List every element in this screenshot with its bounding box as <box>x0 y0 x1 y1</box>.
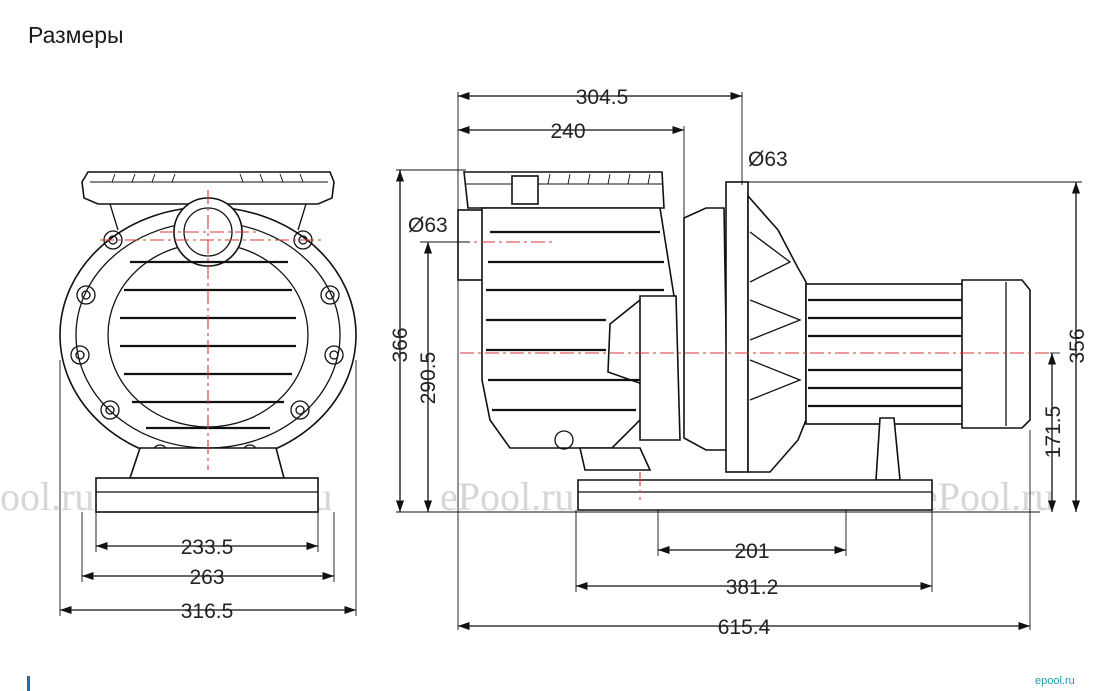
dimension-label: 201 <box>734 540 769 563</box>
side-view-drawing <box>396 92 1082 630</box>
dimension-356: 356 <box>1066 182 1089 512</box>
dimension-label: 290.5 <box>417 352 440 405</box>
dimension-316: 316.5 <box>60 600 356 623</box>
accent-bar <box>27 676 30 691</box>
dimension-diam-outlet: Ø63 <box>748 148 788 171</box>
dimension-263: 263 <box>82 566 334 589</box>
dimension-label: Ø63 <box>408 214 448 237</box>
dimension-label: 263 <box>189 566 224 589</box>
dimension-label: 304.5 <box>576 86 629 109</box>
dimension-290: 290.5 <box>417 242 440 512</box>
site-logo: epool.ru <box>1035 675 1075 687</box>
dimension-240: 240 <box>458 120 684 143</box>
dimension-304: 304.5 <box>458 86 742 109</box>
front-view-drawing <box>59 171 357 616</box>
dimension-171: 171.5 <box>1042 353 1065 512</box>
dimension-label: 240 <box>550 120 585 143</box>
dimension-label: 316.5 <box>181 600 234 623</box>
dimension-201: 201 <box>658 540 846 563</box>
dimension-diam-inlet: Ø63 <box>408 214 448 237</box>
dimension-label: 366 <box>389 327 412 362</box>
dimension-label: Ø63 <box>748 148 788 171</box>
watermark-text: ePool.ru <box>920 474 1054 519</box>
dimension-label: 233.5 <box>181 536 234 559</box>
dimension-615: 615.4 <box>458 616 1030 639</box>
dimension-233: 233.5 <box>96 536 318 559</box>
dimension-label: 356 <box>1066 328 1089 363</box>
watermark-text: ePool.ru <box>0 474 94 519</box>
dimension-381: 381.2 <box>576 576 932 599</box>
watermark-text: ePool.ru <box>440 474 574 519</box>
dimension-366: 366 <box>389 170 412 512</box>
page-title: Размеры <box>28 22 124 48</box>
dimension-label: 615.4 <box>718 616 771 639</box>
dimension-label: 171.5 <box>1042 406 1065 459</box>
dimension-label: 381.2 <box>726 576 779 599</box>
